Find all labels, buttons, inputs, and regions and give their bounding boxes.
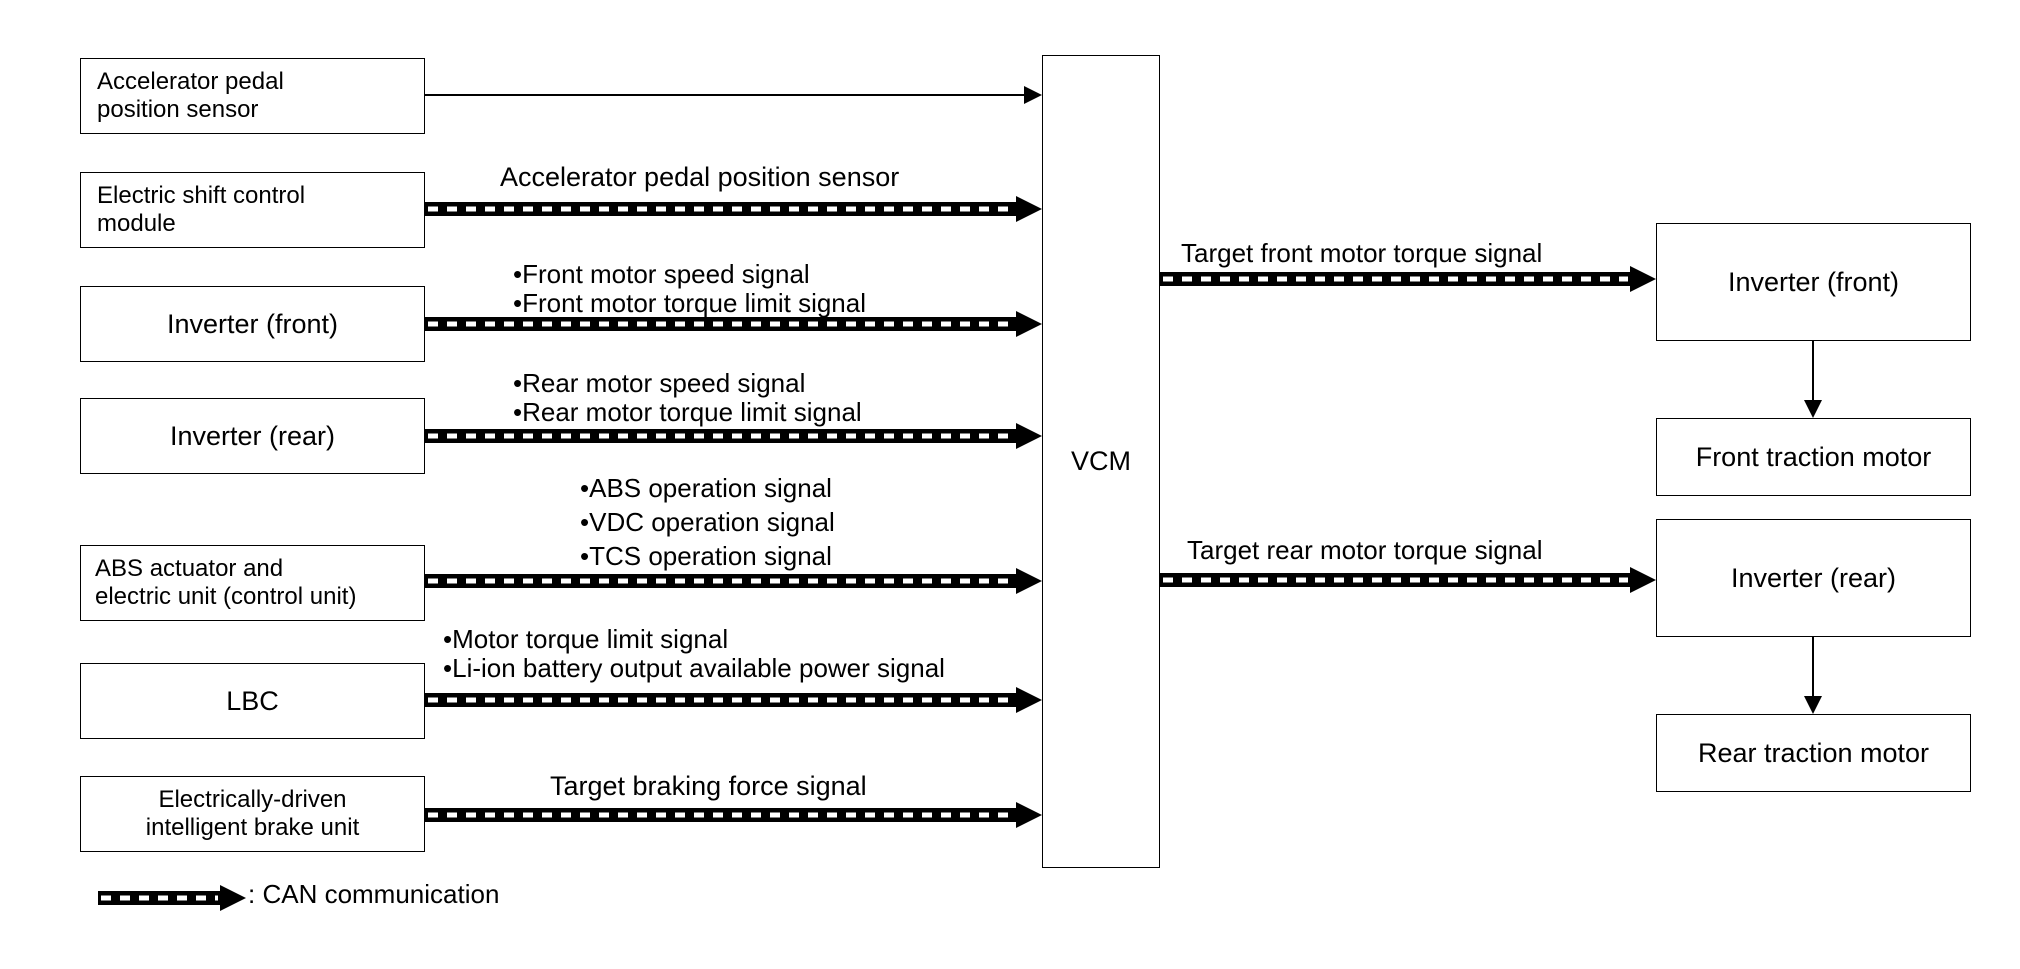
right-inverter-rear-label: Inverter (rear)	[1730, 562, 1897, 593]
signal-label-shift: Accelerator pedal position sensor	[500, 162, 900, 192]
vcm-to-inverter-front-can-line-arrowhead	[1630, 266, 1656, 292]
brake-to-vcm-can-line-arrowhead	[1016, 802, 1042, 828]
left-inverter-front-box: Inverter (front)	[80, 286, 425, 362]
shift-control-module-label: Electric shift control module	[97, 182, 306, 237]
accelerator-sensor-label: Accelerator pedal position sensor	[97, 68, 284, 123]
abs-unit-box: ABS actuator and electric unit (control …	[80, 545, 425, 621]
front-traction-motor-box: Front traction motor	[1656, 418, 1971, 496]
abs-unit-label: ABS actuator and electric unit (control …	[95, 555, 357, 610]
left-inverter-rear-box: Inverter (rear)	[80, 398, 425, 474]
right-inverter-rear-box: Inverter (rear)	[1656, 519, 1971, 637]
brake-unit-box: Electrically-driven intelligent brake un…	[80, 776, 425, 852]
abs-to-vcm-can-line-arrowhead	[1016, 568, 1042, 594]
right-inverter-front-box: Inverter (front)	[1656, 223, 1971, 341]
rear-traction-motor-label: Rear traction motor	[1697, 737, 1930, 768]
left-inverter-front-label: Inverter (front)	[166, 308, 339, 339]
signal-label-target-front: Target front motor torque signal	[1181, 238, 1543, 268]
signal-label-inverter-front: •Front motor speed signal •Front motor t…	[513, 259, 867, 319]
vcm-box: VCM	[1042, 55, 1160, 868]
rear-traction-motor-box: Rear traction motor	[1656, 714, 1971, 792]
signal-label-inverter-rear: •Rear motor speed signal •Rear motor tor…	[513, 368, 862, 428]
lbc-to-vcm-can-line-arrowhead	[1016, 687, 1042, 713]
vcm-label: VCM	[1071, 446, 1131, 476]
accelerator-to-vcm-line-arrowhead	[1024, 86, 1042, 104]
left-inverter-rear-label: Inverter (rear)	[169, 420, 336, 451]
right-inverter-front-label: Inverter (front)	[1727, 266, 1900, 297]
legend-can-line-sample-arrowhead	[220, 885, 246, 911]
lbc-label: LBC	[226, 685, 279, 716]
shift-to-vcm-can-line-arrowhead	[1016, 196, 1042, 222]
vcm-to-inverter-rear-can-line-arrowhead	[1630, 567, 1656, 593]
front-traction-motor-label: Front traction motor	[1695, 441, 1932, 472]
brake-unit-label: Electrically-driven intelligent brake un…	[145, 786, 360, 841]
signal-label-lbc: •Motor torque limit signal •Li-ion batte…	[443, 624, 945, 684]
legend-text: : CAN communication	[248, 879, 500, 909]
signal-label-abs: •ABS operation signal •VDC operation sig…	[580, 473, 835, 571]
lbc-box: LBC	[80, 663, 425, 739]
shift-control-module-box: Electric shift control module	[80, 172, 425, 248]
inverter-front-to-vcm-can-line-arrowhead	[1016, 311, 1042, 337]
inverter-rear-to-motor-line-arrowhead	[1804, 696, 1822, 714]
inverter-front-to-motor-line-arrowhead	[1804, 400, 1822, 418]
inverter-rear-to-vcm-can-line-arrowhead	[1016, 423, 1042, 449]
signal-label-target-rear: Target rear motor torque signal	[1187, 535, 1543, 565]
signal-label-brake: Target braking force signal	[550, 771, 867, 801]
accelerator-sensor-box: Accelerator pedal position sensor	[80, 58, 425, 134]
